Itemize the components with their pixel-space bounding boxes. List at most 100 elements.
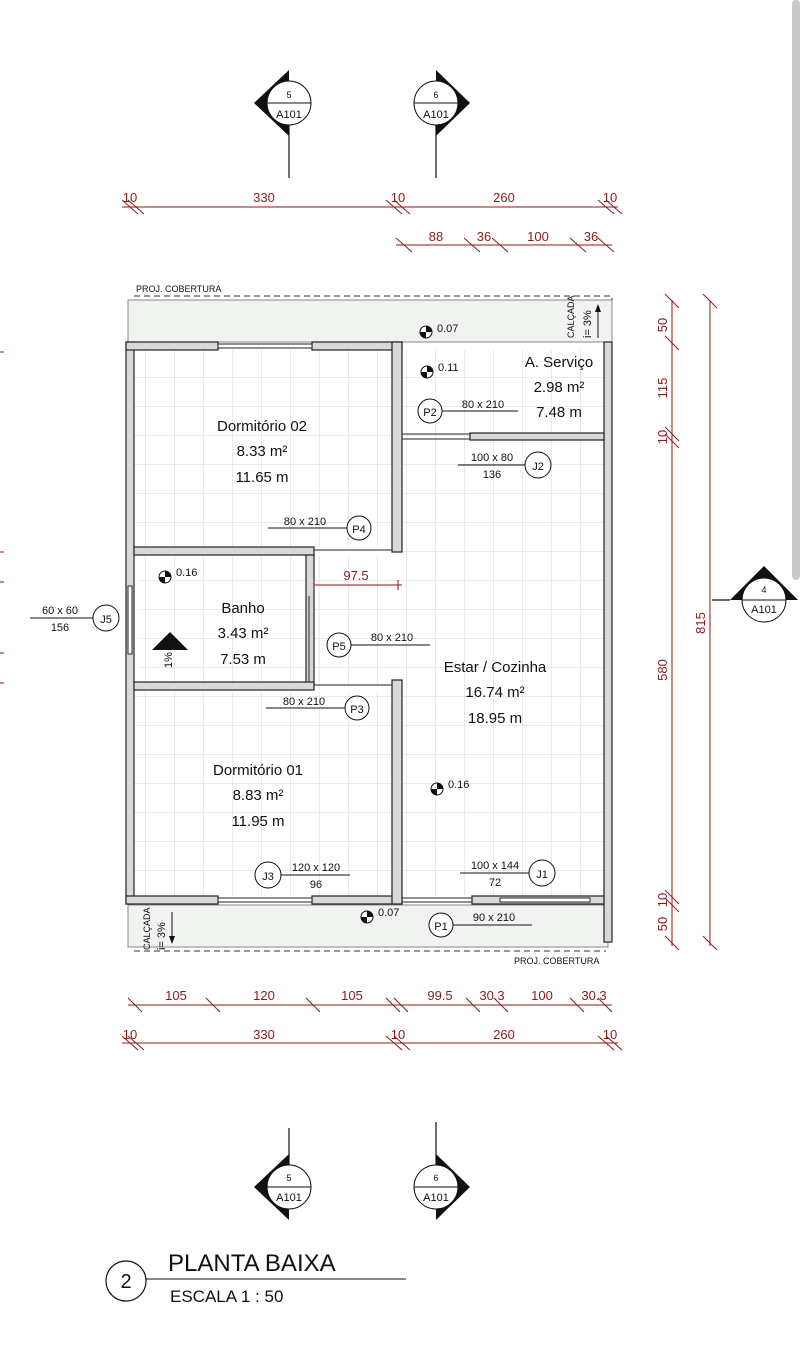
right-dim-1: 50: [655, 318, 670, 332]
top-dim-2: 330: [253, 190, 275, 205]
top-dim-b4: 36: [584, 229, 598, 244]
door-tag-p5[interactable]: P5 80 x 210: [326, 632, 430, 658]
top-dim-4: 260: [493, 190, 515, 205]
bottom-dim-5: 30.3: [479, 988, 504, 1003]
door-tag-p3[interactable]: P3 80 x 210: [266, 695, 370, 721]
svg-text:80 x 210: 80 x 210: [284, 516, 326, 528]
bottom-dim-6: 100: [531, 988, 553, 1003]
svg-text:J2: J2: [532, 461, 544, 473]
bottom-dim-b4: 260: [493, 1027, 515, 1042]
title-block: 2 PLANTA BAIXA ESCALA 1 : 50: [105, 1250, 406, 1306]
wall-right: [603, 341, 613, 943]
bottom-dim-7: 30.3: [581, 988, 606, 1003]
door-tag-p2[interactable]: P2 80 x 210: [417, 398, 518, 424]
window-j3: [217, 897, 313, 903]
svg-text:P1: P1: [434, 921, 447, 933]
section-marker-6-top[interactable]: 6 A101: [413, 70, 470, 178]
section-marker-4-right[interactable]: 4 A101: [712, 566, 798, 623]
door-tag-p1[interactable]: P1 90 x 210: [428, 912, 532, 938]
bottom-dim-1: 105: [165, 988, 187, 1003]
room-estar-cozinha: Estar / Cozinha 16.74 m² 18.95 m: [444, 659, 547, 727]
section-5-top-sheet: A101: [276, 109, 302, 121]
wall-bottom-a: [125, 895, 219, 905]
svg-text:156: 156: [51, 622, 69, 634]
section-5-top-num: 5: [286, 90, 291, 100]
svg-text:P5: P5: [332, 641, 345, 653]
window-tag-j3[interactable]: J3 120 x 120 96: [254, 861, 350, 891]
svg-text:0.07: 0.07: [378, 907, 399, 919]
section-5-bottom-sheet: A101: [276, 1192, 302, 1204]
calcada-top-slope: i= 3%: [582, 310, 594, 338]
bath-slope: 1%: [163, 652, 175, 668]
window-j1: [499, 897, 591, 903]
wall-bath-east: [305, 554, 315, 686]
calcada-top: CALÇADA: [566, 295, 576, 338]
window-tag-j5[interactable]: J5 60 x 60 156: [30, 604, 120, 634]
section-marker-5-top[interactable]: 5 A101: [254, 70, 312, 178]
bottom-dim-b3: 10: [391, 1027, 405, 1042]
section-marker-6-bottom[interactable]: 6 A101: [413, 1122, 470, 1220]
sidewalk-top: [127, 299, 613, 343]
floor-corridor: [313, 556, 402, 686]
section-5-bottom-num: 5: [286, 1173, 291, 1183]
svg-text:80 x 210: 80 x 210: [371, 632, 413, 644]
room-perimeter: 7.48 m: [536, 404, 582, 421]
window-tag-j1[interactable]: J1 100 x 144 72: [460, 859, 556, 889]
corridor-dim: 97.5: [343, 568, 368, 583]
room-area: 8.83 m²: [233, 787, 284, 804]
floor-dormitorio-02: [134, 350, 392, 547]
door-tag-p4[interactable]: P4 80 x 210: [268, 515, 372, 541]
drawing-title: PLANTA BAIXA: [168, 1250, 336, 1277]
scrollbar[interactable]: [792, 0, 800, 580]
room-name: Banho: [221, 600, 264, 617]
top-dim-1: 10: [123, 190, 137, 205]
wall-dorm02-south: [133, 546, 315, 556]
section-marker-5-bottom[interactable]: 5 A101: [254, 1128, 312, 1220]
svg-text:80 x 210: 80 x 210: [283, 696, 325, 708]
room-perimeter: 18.95 m: [468, 710, 522, 727]
bottom-dim-b1: 10: [123, 1027, 137, 1042]
svg-text:136: 136: [483, 469, 501, 481]
svg-text:0.16: 0.16: [448, 779, 469, 791]
window-tag-j2[interactable]: J2 100 x 80 136: [458, 451, 552, 481]
drawing-number: 2: [120, 1271, 131, 1293]
floor-estar-cozinha: [402, 350, 605, 896]
room-perimeter: 11.95 m: [231, 813, 284, 830]
right-dim-2: 115: [655, 378, 670, 399]
bath-slope-arrow: [152, 632, 188, 650]
level-marker-3: 0.16: [158, 567, 197, 584]
level-marker-5: 0.07: [360, 907, 399, 924]
room-perimeter: 7.53 m: [220, 651, 266, 668]
top-dim-5: 10: [603, 190, 617, 205]
top-dim-3: 10: [391, 190, 405, 205]
wall-dorm01-east: [391, 679, 403, 905]
level-marker-1: 0.07: [419, 323, 458, 339]
top-dim-b2: 36: [477, 229, 491, 244]
room-area: 3.43 m²: [218, 625, 269, 642]
svg-text:0.07: 0.07: [437, 323, 458, 335]
proj-cobertura-top: PROJ. COBERTURA: [136, 284, 221, 294]
svg-text:J1: J1: [536, 869, 548, 881]
room-area-servico: A. Serviço 2.98 m² 7.48 m: [525, 354, 593, 421]
floor-dormitorio-01: [134, 692, 392, 896]
bottom-dim-b5: 10: [603, 1027, 617, 1042]
wall-dorm02-east: [391, 341, 403, 553]
svg-text:P4: P4: [352, 524, 365, 536]
right-dim-3: 10: [655, 430, 670, 444]
section-4-sheet: A101: [751, 604, 777, 616]
bottom-dim-2: 120: [253, 988, 275, 1003]
right-dim-total: 815: [693, 612, 708, 634]
proj-cobertura-bottom: PROJ. COBERTURA: [514, 956, 599, 966]
bottom-dim-b2: 330: [253, 1027, 275, 1042]
svg-text:60 x 60: 60 x 60: [42, 605, 78, 617]
room-dormitorio-02: Dormitório 02 8.33 m² 11.65 m: [217, 418, 307, 486]
svg-text:100 x 80: 100 x 80: [471, 452, 513, 464]
svg-text:0.16: 0.16: [176, 567, 197, 579]
svg-text:P3: P3: [350, 704, 363, 716]
section-6-bottom-sheet: A101: [423, 1192, 449, 1204]
room-dormitorio-01: Dormitório 01 8.83 m² 11.95 m: [213, 762, 303, 830]
room-name: Dormitório 02: [217, 418, 307, 435]
svg-text:P2: P2: [423, 407, 436, 419]
window-top-dorm02: [217, 343, 313, 349]
